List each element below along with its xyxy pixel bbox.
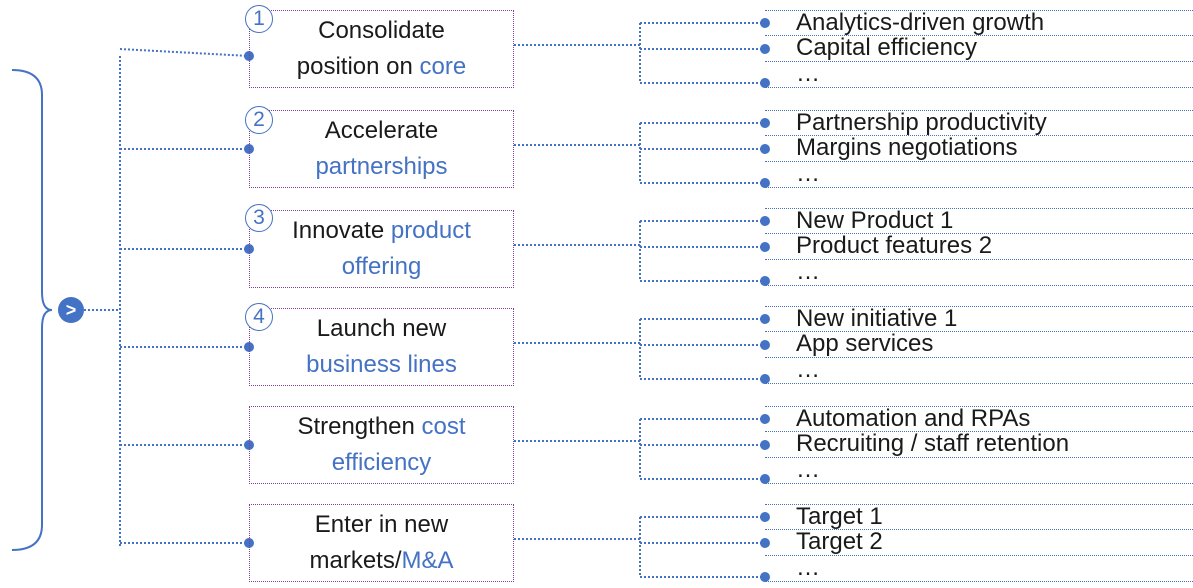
pillar-title-line2: offering <box>342 249 422 285</box>
item-dot <box>760 44 770 54</box>
item-dot <box>760 572 770 582</box>
initiative-label: Analytics-driven growth <box>796 9 1045 36</box>
item-dot <box>760 314 770 324</box>
initiative-label: Capital efficiency <box>796 34 977 61</box>
item-dot <box>760 276 770 286</box>
item-dot <box>760 118 770 128</box>
initiative-item[interactable]: Automation and RPAs <box>765 406 1193 432</box>
pillar-title-line1: Innovate product <box>292 213 471 249</box>
initiative-label: Target 1 <box>796 503 883 530</box>
initiative-item[interactable]: New initiative 1 <box>765 306 1193 332</box>
item-dot <box>760 144 770 154</box>
initiative-label: … <box>796 60 820 87</box>
pillar-number-badge: 3 <box>245 204 273 232</box>
initiative-label: Automation and RPAs <box>796 405 1031 432</box>
item-dot <box>760 216 770 226</box>
initiative-item[interactable]: Capital efficiency <box>765 36 1193 62</box>
initiative-item[interactable]: … <box>765 556 1193 582</box>
pillar-title-line1: Consolidate <box>318 13 445 49</box>
item-dot <box>760 340 770 350</box>
pillar-title-text: Strengthen <box>297 413 422 440</box>
pillar-title-highlight: cost <box>421 413 466 440</box>
initiative-label: … <box>796 554 820 581</box>
initiative-label: … <box>796 160 820 187</box>
pillar-title-text: Accelerate <box>324 117 439 144</box>
initiative-label: New Product 1 <box>796 207 954 234</box>
initiative-item[interactable]: … <box>765 458 1193 484</box>
initiative-label: Product features 2 <box>796 232 993 259</box>
expand-button[interactable]: > <box>58 297 84 323</box>
item-dot <box>760 18 770 28</box>
pillar-title-text: Enter in new <box>314 511 449 538</box>
initiative-item[interactable]: New Product 1 <box>765 208 1193 234</box>
pillar-title-highlight: offering <box>341 253 422 280</box>
initiative-item[interactable]: Recruiting / staff retention <box>765 432 1193 458</box>
initiative-item[interactable]: … <box>765 62 1193 88</box>
pillar-box[interactable]: Enter in new markets/M&A <box>249 504 514 582</box>
initiative-item[interactable]: … <box>765 162 1193 188</box>
pillar-title-line1: Launch new <box>317 311 446 347</box>
initiative-label: Recruiting / staff retention <box>796 430 1070 457</box>
initiative-item[interactable]: Target 2 <box>765 530 1193 556</box>
item-dot <box>760 374 770 384</box>
item-dot <box>760 178 770 188</box>
initiative-label: … <box>796 356 820 383</box>
initiative-item[interactable]: Partnership productivity <box>765 110 1193 136</box>
pillar-box[interactable]: Accelerate partnerships <box>249 110 514 188</box>
chevron-right-icon: > <box>65 300 77 320</box>
pillar-number-badge: 4 <box>245 303 273 331</box>
pillar-title-text: Launch new <box>316 315 447 342</box>
initiative-label: Target 2 <box>796 528 883 555</box>
initiative-item[interactable]: Analytics-driven growth <box>765 10 1193 36</box>
initiative-item[interactable]: App services <box>765 332 1193 358</box>
pillar-box[interactable]: Consolidate position on core <box>249 10 514 88</box>
initiative-label: New initiative 1 <box>796 305 958 332</box>
pillar-title-line2: markets/M&A <box>309 543 453 579</box>
initiative-label: … <box>796 456 820 483</box>
item-dot <box>760 242 770 252</box>
initiative-label: App services <box>796 330 934 357</box>
pillar-title-line2: partnerships <box>315 149 447 185</box>
pillar-title-highlight: product <box>390 217 471 244</box>
pillar-box[interactable]: Strengthen cost efficiency <box>249 406 514 484</box>
pillar-title-text: Consolidate <box>318 17 445 44</box>
pillar-number-badge: 2 <box>245 106 273 134</box>
initiative-label: Partnership productivity <box>796 109 1047 136</box>
pillar-title-text: position on <box>296 53 420 80</box>
item-dot <box>760 414 770 424</box>
initiative-label: … <box>796 258 820 285</box>
initiative-item[interactable]: … <box>765 260 1193 286</box>
pillar-title-highlight: efficiency <box>331 449 432 476</box>
item-dot <box>760 512 770 522</box>
pillar-box[interactable]: Launch new business lines <box>249 308 514 386</box>
pillar-title-highlight: core <box>419 53 467 80</box>
initiative-item[interactable]: … <box>765 358 1193 384</box>
pillar-title-highlight: M&A <box>401 547 454 574</box>
item-dot <box>760 78 770 88</box>
pillar-title-highlight: business lines <box>306 351 457 378</box>
pillar-title-line1: Strengthen cost <box>297 409 465 445</box>
initiative-label: Margins negotiations <box>796 134 1018 161</box>
initiative-item[interactable]: Margins negotiations <box>765 136 1193 162</box>
initiative-item[interactable]: Product features 2 <box>765 234 1193 260</box>
pillar-box[interactable]: Innovate product offering <box>249 210 514 288</box>
item-dot <box>760 440 770 450</box>
pillar-title-line1: Accelerate <box>325 113 438 149</box>
pillar-title-line2: business lines <box>306 347 457 383</box>
left-brace <box>11 69 53 551</box>
pillar-title-line2: efficiency <box>332 445 432 481</box>
item-dot <box>760 474 770 484</box>
pillar-title-text: markets/ <box>309 547 402 574</box>
initiative-item[interactable]: Target 1 <box>765 504 1193 530</box>
pillar-number-badge: 1 <box>245 5 273 33</box>
pillar-title-text: Innovate <box>292 217 391 244</box>
item-dot <box>760 538 770 548</box>
branch-line <box>119 48 250 57</box>
pillar-title-highlight: partnerships <box>315 153 448 180</box>
pillar-title-line1: Enter in new <box>315 507 448 543</box>
pillar-title-line2: position on core <box>297 49 466 85</box>
